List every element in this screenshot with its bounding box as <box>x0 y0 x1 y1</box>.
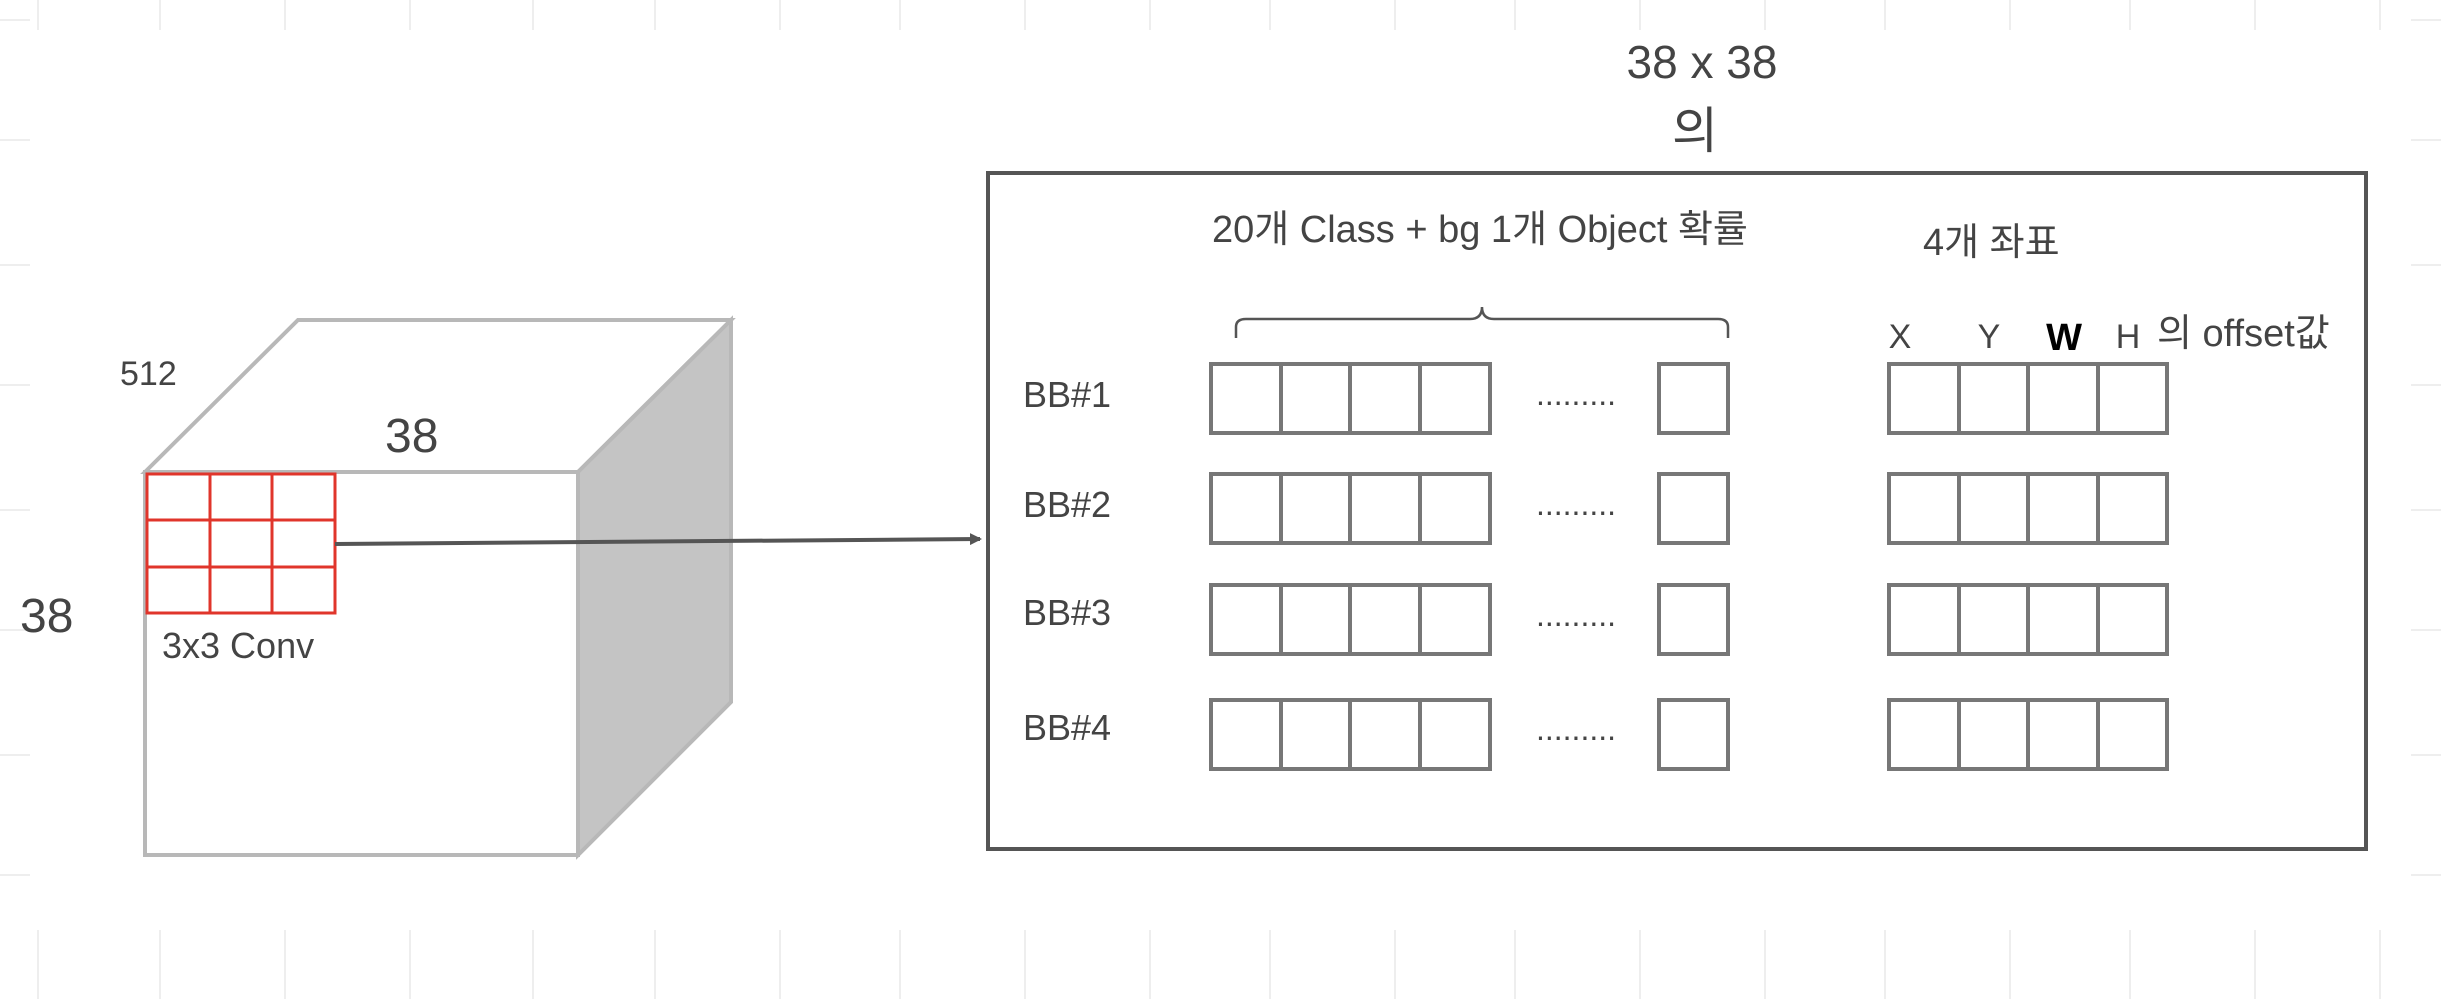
ellipsis: ......... <box>1536 597 1616 633</box>
cube-front-face <box>143 470 580 857</box>
last-class-cell <box>1657 472 1730 545</box>
bb-row-label: BB#3 <box>1023 592 1111 633</box>
bb-row-label: BB#1 <box>1023 374 1111 415</box>
coord-cells <box>1887 472 2169 545</box>
coord-cells <box>1887 698 2169 771</box>
output-box <box>986 171 2368 851</box>
coord-cells <box>1887 362 2169 435</box>
bb-row: BB#4 ......... <box>1023 698 2169 771</box>
coord-col-w: W <box>2046 317 2082 359</box>
last-class-cell <box>1657 698 1730 771</box>
coord-col-x: X <box>1889 318 1912 356</box>
coord-header: 4개 좌표 <box>1923 222 2060 264</box>
feature-map-cube <box>140 315 736 860</box>
output-arrow <box>334 533 982 546</box>
class-cells <box>1209 698 1492 771</box>
cube-depth-label: 512 <box>120 355 177 393</box>
cube-width-label: 38 <box>385 410 438 463</box>
coord-col-y: Y <box>1978 318 2001 356</box>
ellipsis: ......... <box>1536 711 1616 747</box>
bb-row: BB#2 ......... <box>1023 472 2169 545</box>
bb-row: BB#3 ......... <box>1023 583 2169 656</box>
kernel-label: 3x3 Conv <box>162 625 314 666</box>
bb-row-label: BB#2 <box>1023 484 1111 525</box>
last-class-cell <box>1657 583 1730 656</box>
title-dimensions: 38 x 38 <box>1627 36 1778 88</box>
last-class-cell <box>1657 362 1730 435</box>
bb-row-label: BB#4 <box>1023 707 1111 748</box>
coord-cells <box>1887 583 2169 656</box>
ellipsis: ......... <box>1536 486 1616 522</box>
cube-height-label: 38 <box>20 590 73 643</box>
bb-row: BB#1 ......... <box>1023 362 2169 435</box>
class-cells <box>1209 362 1492 435</box>
coord-suffix: 의 offset값 <box>2157 313 2330 355</box>
class-brace <box>1234 306 1730 338</box>
class-header: 20개 Class + bg 1개 Object 확률 <box>1212 209 1748 251</box>
ellipsis: ......... <box>1536 376 1616 412</box>
class-cells <box>1209 472 1492 545</box>
title-particle: 의 <box>1672 103 1718 159</box>
coord-col-h: H <box>2116 318 2141 356</box>
class-cells <box>1209 583 1492 656</box>
